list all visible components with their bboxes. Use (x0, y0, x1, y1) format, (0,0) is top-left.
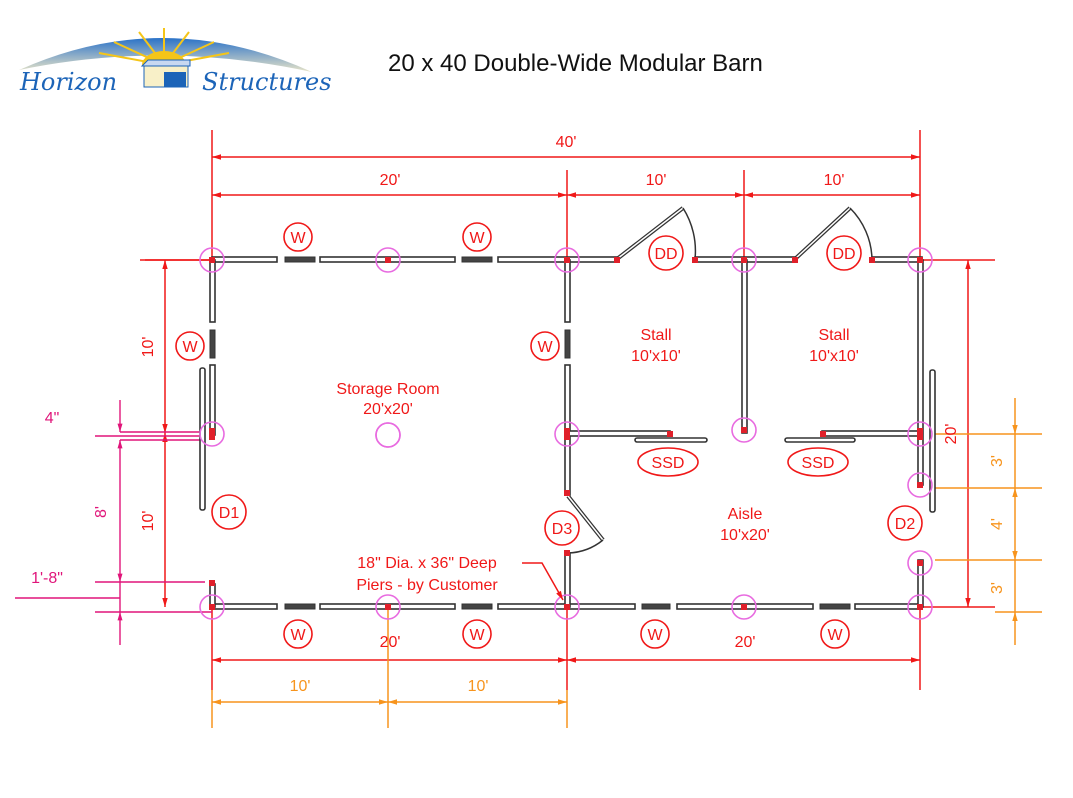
tag-window: W (290, 627, 306, 644)
dim-left-upper: 10' (140, 337, 157, 358)
dim-bottom-left: 20' (380, 634, 401, 651)
tag-door-2: D2 (895, 516, 916, 533)
room-stall2-size: 10'x10' (809, 348, 859, 365)
dim-top-stall2: 10' (824, 172, 845, 189)
dim-left-offset-top: 4" (45, 410, 60, 427)
room-aisle-size: 10'x20' (720, 527, 770, 544)
room-storage-size: 20'x20' (363, 401, 413, 418)
logo-word-horizon: Horizon (20, 68, 118, 96)
tag-window: W (647, 627, 663, 644)
tag-sliding-stall-door: SSD (652, 455, 685, 472)
dim-bottom-pier-spacing-2: 10' (468, 678, 489, 695)
tag-door-3: D3 (552, 521, 573, 538)
tag-door-1: D1 (219, 505, 240, 522)
note-line-2: Piers - by Customer (356, 577, 498, 594)
piers (199, 247, 933, 620)
tag-window: W (827, 627, 843, 644)
note-line-1: 18" Dia. x 36" Deep (357, 555, 497, 572)
tag-dutch-door: DD (832, 246, 855, 263)
dim-right-overall: 20' (943, 424, 960, 445)
element-tags: W W W W W W W W DD DD SSD SSD D1 D2 D3 (175, 222, 923, 649)
dim-top-stall1: 10' (646, 172, 667, 189)
dim-overall-length: 40' (556, 134, 577, 151)
tag-dutch-door: DD (654, 246, 677, 263)
logo-word-structures: Structures (202, 68, 332, 96)
room-storage-name: Storage Room (336, 381, 439, 398)
left-offset-dimensions (15, 400, 212, 645)
tag-sliding-stall-door: SSD (802, 455, 835, 472)
room-labels: Storage Room 20'x20' Stall 10'x10' Stall… (336, 327, 858, 544)
horizon-structures-logo: Horizon Structures (14, 20, 332, 100)
dim-right-spacing-1: 3' (989, 455, 1006, 467)
page-title: 20 x 40 Double-Wide Modular Barn (388, 50, 763, 77)
tag-window: W (290, 230, 306, 247)
tag-window: W (182, 339, 198, 356)
tag-window: W (469, 230, 485, 247)
tag-window: W (537, 339, 553, 356)
dim-bottom-right: 20' (735, 634, 756, 651)
dim-left-door-width: 8' (93, 506, 110, 518)
dim-right-spacing-2: 4' (989, 518, 1006, 530)
dim-right-spacing-3: 3' (989, 582, 1006, 594)
room-aisle-name: Aisle (728, 506, 763, 523)
room-stall1-size: 10'x10' (631, 348, 681, 365)
room-stall1-name: Stall (640, 327, 671, 344)
pier-spacing-dimensions (211, 398, 1042, 728)
dim-bottom-pier-spacing-1: 10' (290, 678, 311, 695)
dim-top-left: 20' (380, 172, 401, 189)
logo-sunrise-icon (19, 28, 312, 88)
dim-left-lower: 10' (140, 511, 157, 532)
dim-left-offset-bottom: 1'-8" (31, 570, 63, 587)
tag-window: W (469, 627, 485, 644)
walls (199, 206, 936, 610)
dimension-labels: 40' 20' 10' 10' 10' 10' 4" 8' 1'-8" 20' … (31, 134, 1006, 695)
room-stall2-name: Stall (818, 327, 849, 344)
pier-note: 18" Dia. x 36" Deep Piers - by Customer (356, 555, 564, 601)
